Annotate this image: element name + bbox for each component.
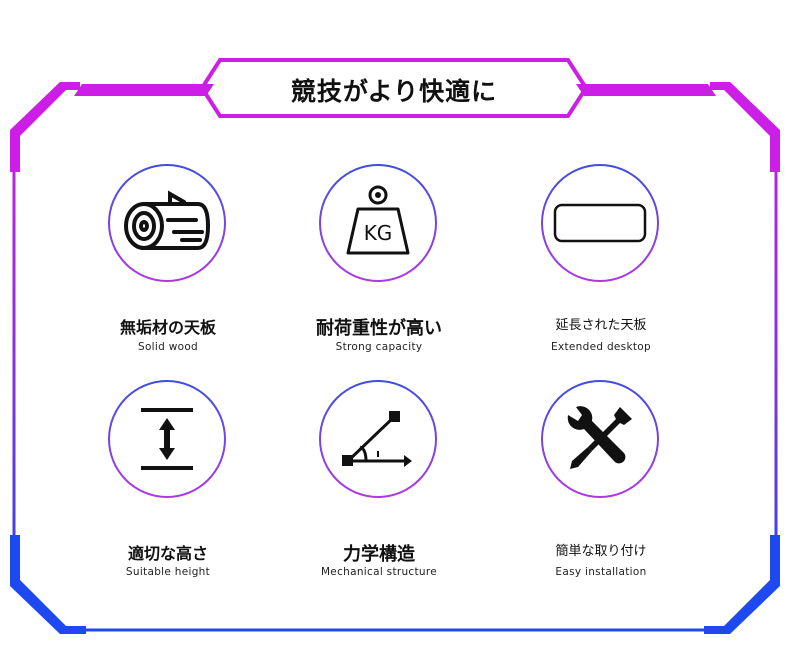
feature-icon-circle: KG <box>319 164 437 282</box>
feature-icon-circle <box>108 164 226 282</box>
feature-title-jp: 簡単な取り付け <box>555 544 647 559</box>
feature-title-jp: 耐荷重性が高い <box>316 318 442 339</box>
rectangle-desktop-icon <box>553 203 647 243</box>
angle-structure-icon <box>342 411 412 467</box>
height-arrow-icon <box>141 408 193 470</box>
feature-solid-wood: 無垢材の天板 Solid wood <box>48 164 288 384</box>
log-icon <box>124 190 211 250</box>
feature-title-jp: 適切な高さ <box>127 544 208 563</box>
feature-suitable-height: 適切な高さ Suitable height <box>48 380 288 600</box>
feature-title-en: Suitable height <box>125 566 211 578</box>
svg-text:KG: KG <box>364 221 393 245</box>
feature-icon-circle <box>541 164 659 282</box>
feature-mechanical-structure: 力学構造 Mechanical structure <box>259 380 499 600</box>
feature-icon-circle <box>319 380 437 498</box>
page-title: 競技がより快適に <box>290 77 498 106</box>
feature-icon-circle <box>108 380 226 498</box>
feature-extended-desktop: 延長された天板 Extended desktop <box>481 164 721 384</box>
feature-title-jp: 力学構造 <box>343 544 415 565</box>
feature-strong-capacity: KG 耐荷重性が高い Strong capacity <box>259 164 499 384</box>
feature-title-en: Strong capacity <box>335 341 423 353</box>
feature-title-jp: 延長された天板 <box>555 318 647 333</box>
wrench-screwdriver-icon <box>567 406 632 469</box>
feature-title-en: Solid wood <box>137 341 199 353</box>
feature-icon-circle <box>541 380 659 498</box>
feature-easy-installation: 簡単な取り付け Easy installation <box>481 380 721 600</box>
feature-title-jp: 無垢材の天板 <box>119 318 216 337</box>
feature-title-en: Mechanical structure <box>320 566 438 578</box>
feature-title-en: Extended desktop <box>551 341 651 353</box>
kg-weight-icon: KG <box>346 185 410 255</box>
feature-title-en: Easy installation <box>555 566 647 578</box>
